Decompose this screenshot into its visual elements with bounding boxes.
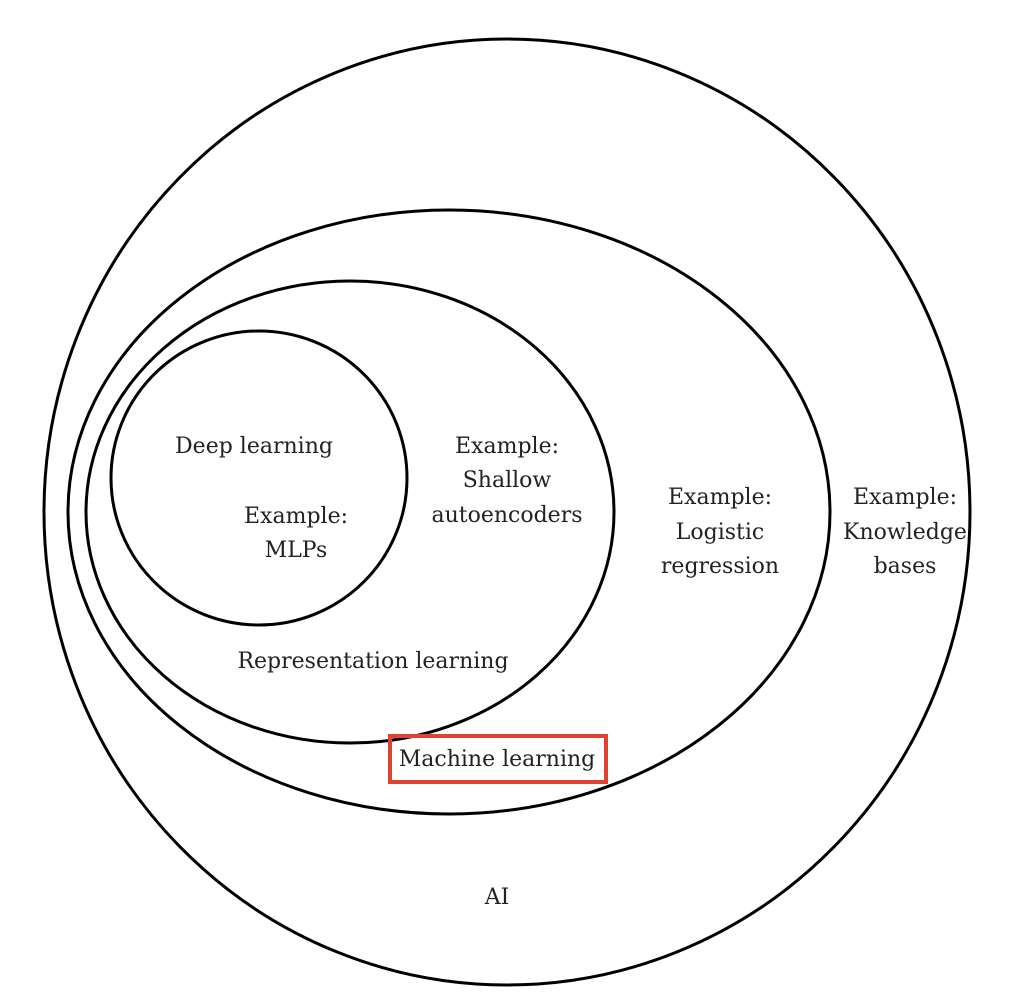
ai-label: AI — [484, 885, 510, 910]
deep-learning-ellipse — [109, 329, 409, 627]
ai-example-line-2: Knowledge — [843, 520, 967, 545]
representation-learning-example-line-3: autoencoders — [431, 503, 582, 528]
ai-ellipse — [42, 37, 972, 987]
ai-example-line-1: Example: — [853, 485, 957, 510]
representation-learning-example-line-1: Example: — [455, 434, 559, 459]
representation-learning-example-line-2: Shallow — [463, 468, 552, 493]
deep-learning-example-line-2: MLPs — [265, 538, 328, 563]
machine-learning-example-line-1: Example: — [668, 485, 772, 510]
machine-learning-example-line-3: regression — [661, 554, 779, 579]
representation-learning-ellipse — [84, 279, 616, 745]
deep-learning-label: Deep learning — [175, 434, 333, 459]
deep-learning-example-line-1: Example: — [244, 504, 348, 529]
machine-learning-example-line-2: Logistic — [676, 520, 764, 545]
ai-example-line-3: bases — [874, 554, 937, 579]
machine-learning-highlight-box — [388, 734, 608, 784]
representation-learning-label: Representation learning — [237, 649, 508, 674]
machine-learning-label: Machine learning — [399, 747, 596, 772]
machine-learning-ellipse — [66, 208, 832, 816]
